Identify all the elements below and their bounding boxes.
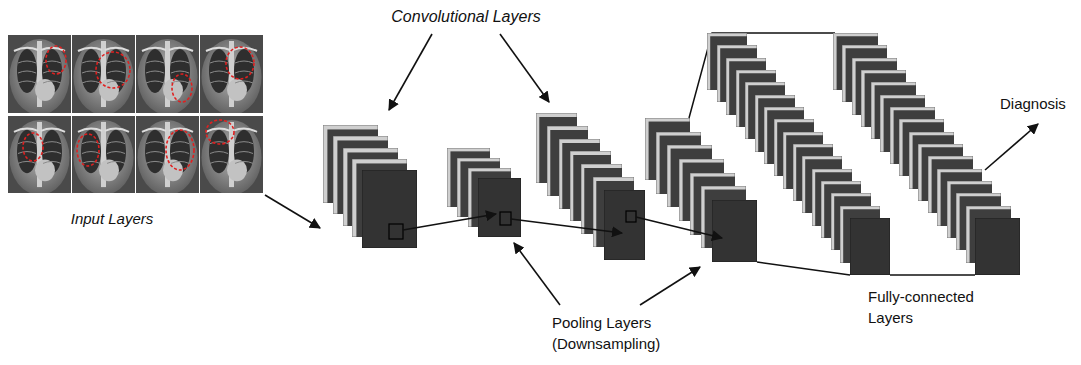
fc-stack [833, 33, 1020, 275]
conv-stack [323, 125, 417, 248]
input-caption: Input Layers [71, 208, 154, 229]
lesion-circle [96, 52, 130, 88]
xray-image [200, 116, 263, 195]
leader-arrow [640, 267, 700, 305]
xray-image [8, 35, 71, 115]
pool-stack [645, 118, 757, 262]
lesion-circle [46, 46, 66, 74]
fc-layer [975, 218, 1020, 275]
feature-map [478, 178, 521, 237]
output-arrow [985, 124, 1038, 170]
lesion-circle [23, 133, 43, 161]
lesion-markers [23, 46, 254, 170]
lesion-circle [172, 74, 192, 102]
layer-caption: Convolutional Layers [391, 6, 540, 28]
xray-grid [8, 35, 263, 195]
layer-caption: Pooling Layers (Downsampling) [552, 312, 674, 354]
xray-image [200, 35, 263, 115]
flow-arrow [403, 214, 496, 230]
feature-map [712, 200, 757, 262]
lesion-circle [206, 120, 234, 144]
xray-image [72, 116, 135, 195]
pointer-arrows [265, 34, 1038, 305]
lesion-circle [77, 134, 99, 166]
xray-image [136, 35, 199, 115]
fc-layer [850, 218, 890, 275]
feature-map [362, 170, 417, 248]
kernel-window [626, 211, 636, 222]
lesion-circle [166, 130, 194, 170]
xray-image [8, 116, 71, 195]
layer-caption: Fully-connected Layers [868, 286, 990, 328]
output-label: Diagnosis [1000, 93, 1066, 114]
flatten-line [890, 274, 975, 276]
xray-image [72, 35, 135, 115]
lesion-circle [226, 47, 254, 79]
kernel-window [389, 224, 403, 239]
feature-map [604, 190, 645, 260]
leader-arrow [500, 34, 549, 102]
flatten-lines [689, 33, 975, 275]
leader-arrow [514, 243, 560, 305]
kernel-window [500, 212, 511, 225]
pool-stack [447, 148, 521, 237]
conv-stack [536, 113, 645, 260]
input-arrow [265, 195, 320, 228]
xray-image [136, 116, 199, 195]
leader-arrow [389, 34, 432, 110]
flow-arrow [511, 219, 622, 233]
flatten-line [757, 262, 850, 275]
flow-arrow [636, 217, 722, 238]
